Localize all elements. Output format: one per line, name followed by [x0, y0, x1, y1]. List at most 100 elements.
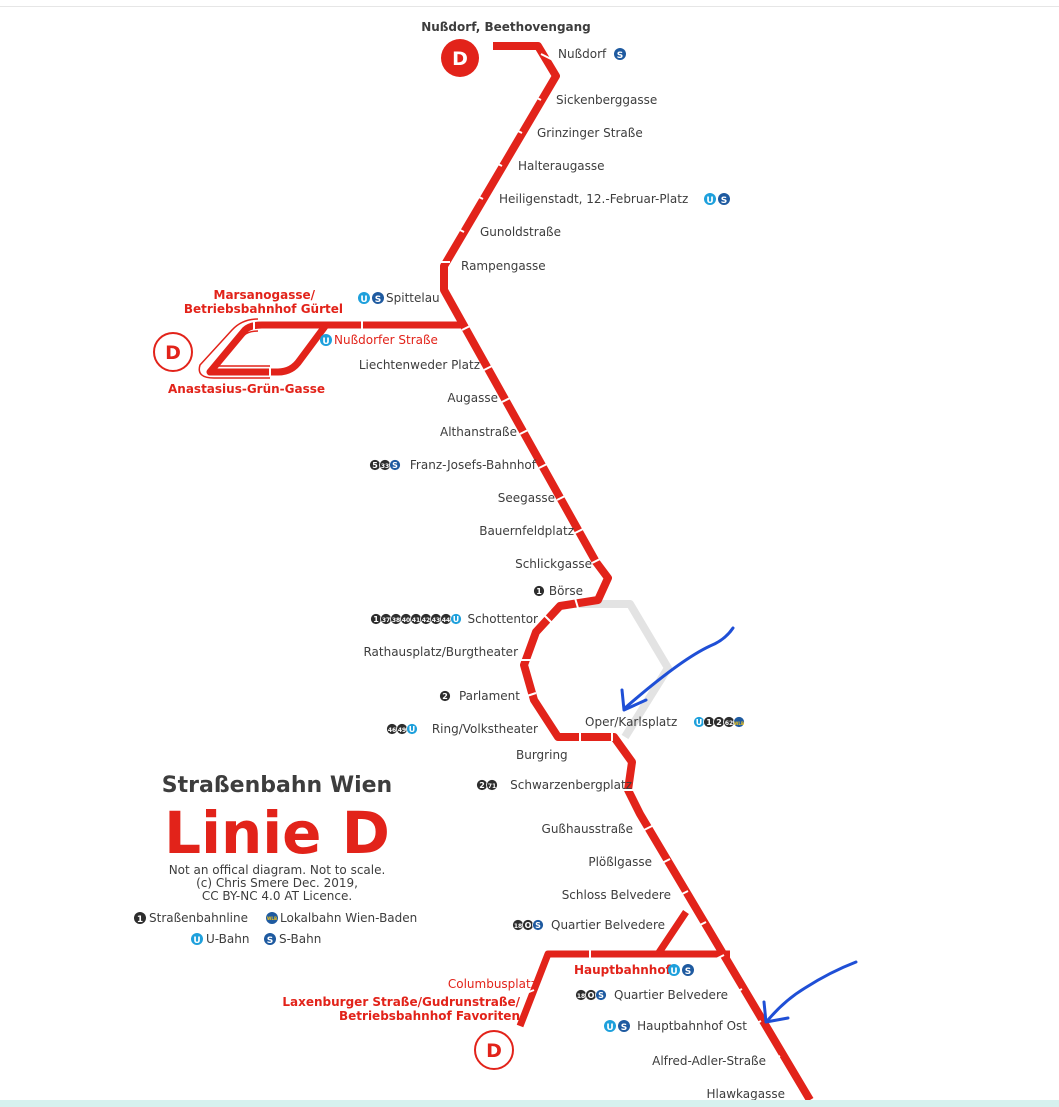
transfer-badge-label: 38	[392, 617, 400, 624]
transfer-badge	[595, 989, 607, 1001]
terminal-badge-letter: D	[486, 1040, 502, 1062]
sbahn-icon: S	[264, 933, 276, 946]
svg-text:U: U	[360, 295, 367, 305]
transfer-badge-label: 2	[479, 781, 485, 790]
transfer-badge-label: U	[409, 725, 416, 734]
sbahn-icon: S	[618, 1020, 630, 1033]
transfer-badge	[533, 585, 545, 597]
legend-ubahn: U-Bahn	[206, 932, 249, 946]
svg-text:U: U	[193, 936, 200, 946]
terminal-badge-nussdorf: D	[441, 39, 479, 77]
svg-text:U: U	[706, 196, 713, 206]
transfer-badge-label: 2	[442, 692, 448, 701]
transfer-badges-parlament: 2	[439, 690, 451, 702]
station-althanstrasse: Althanstraße	[440, 425, 517, 439]
station-alfred-adler-strasse: Alfred-Adler-Straße	[652, 1054, 766, 1068]
transfer-badge-label: 1	[706, 718, 712, 727]
legend-title: Straßenbahn Wien	[162, 773, 392, 798]
station-sickenberggasse: Sickenberggasse	[556, 93, 657, 107]
station-rathausplatz-burgtheater: Rathausplatz/Burgtheater	[363, 645, 518, 659]
transfer-badge	[486, 779, 498, 791]
transfer-badge-label: WLB	[734, 721, 744, 726]
annotation-arrow-oper	[620, 626, 735, 712]
station-grinzinger-strasse: Grinzinger Straße	[537, 126, 643, 140]
station-hauptbahnhof-ost: Hauptbahnhof Ost	[637, 1019, 747, 1033]
transfer-badge-label: O	[588, 991, 595, 1000]
legend-tram: Straßenbahnline	[149, 911, 248, 925]
transfer-badge	[450, 613, 462, 625]
legend-note-2: (c) Chris Smere Dec. 2019,	[196, 876, 358, 890]
branch-guertel-depot	[206, 321, 462, 376]
sbahn-icon: S	[614, 48, 626, 61]
svg-text:S: S	[267, 936, 273, 946]
tram-icon: 1	[134, 912, 146, 925]
transfer-badge-label: 1	[536, 587, 542, 596]
station-schloss-belvedere: Schloss Belvedere	[562, 888, 671, 902]
station-seegasse: Seegasse	[498, 491, 555, 505]
station-oper-karlsplatz: Oper/Karlsplatz	[585, 715, 677, 729]
top-divider	[0, 6, 1059, 7]
ubahn-icon: U	[320, 334, 332, 347]
station-nussdorf: Nußdorf	[558, 47, 607, 61]
station-betriebsbahnhof-guertel: Betriebsbahnhof Gürtel	[184, 302, 343, 316]
svg-text:1: 1	[137, 915, 143, 925]
transfer-badge-label: 62	[725, 720, 733, 727]
annotation-arrow-hauptbahnhof-ost	[762, 960, 858, 1024]
transfer-badge-label: 44	[442, 617, 450, 624]
bottom-scroll-bar	[0, 1100, 1059, 1107]
station-gunoldstrasse: Gunoldstraße	[480, 225, 561, 239]
transfer-badge-label: U	[696, 718, 703, 727]
sbahn-icon: S	[372, 292, 384, 305]
station-quartier-belvedere: Quartier Belvedere	[551, 918, 665, 932]
station-ploesslgasse: Plößlgasse	[588, 855, 652, 869]
legend-lokalbahn: Lokalbahn Wien-Baden	[280, 911, 417, 925]
ubahn-icon: U	[704, 193, 716, 206]
transfer-badge-label: O	[525, 921, 532, 930]
station-boerse: Börse	[549, 584, 583, 598]
station-augasse: Augasse	[447, 391, 498, 405]
legend-note-1: Not an offical diagram. Not to scale.	[169, 863, 386, 877]
transfer-badge-label: 5	[372, 461, 378, 470]
transfer-badge-label: S	[392, 461, 398, 470]
station-rampengasse: Rampengasse	[461, 259, 546, 273]
transfer-badges-boerse: 1	[533, 585, 545, 597]
station-hauptbahnhof: Hauptbahnhof	[574, 963, 672, 977]
transfer-badge-label: U	[453, 615, 460, 624]
station-hlawkagasse: Hlawkagasse	[707, 1087, 785, 1100]
transfer-badge-label: 18	[514, 923, 522, 930]
svg-text:S: S	[721, 196, 727, 206]
station-columbusplatz: Columbusplatz	[448, 977, 537, 991]
svg-text:U: U	[322, 337, 329, 347]
transfer-badge	[532, 919, 544, 931]
station-gusshausstrasse: Gußhausstraße	[542, 822, 633, 836]
transfer-badge-label: 1	[373, 615, 379, 624]
terminal-badge-letter: D	[452, 48, 468, 70]
svg-text:S: S	[685, 967, 691, 977]
transfer-badge	[389, 459, 401, 471]
station-bauernfeldplatz: Bauernfeldplatz	[479, 524, 574, 538]
branch-guertel-loop-inner	[212, 330, 270, 367]
terminal-badge-guertel: D	[153, 332, 193, 372]
svg-text:U: U	[670, 967, 677, 977]
station-quartier-belvedere-2: Quartier Belvedere	[614, 988, 728, 1002]
terminal-badge-favoriten: D	[474, 1030, 514, 1070]
transfer-badge-label: S	[598, 991, 604, 1000]
branch-favoriten-depot	[516, 950, 658, 1028]
station-liechtenweder-platz: Liechtenweder Platz	[359, 358, 480, 372]
station-nussdorfer-strasse: Nußdorfer Straße	[334, 333, 438, 347]
ring-gray-connector	[575, 600, 672, 740]
station-ring-volkstheater: Ring/Volkstheater	[432, 722, 538, 736]
transfer-badge	[406, 723, 418, 735]
station-parlament: Parlament	[459, 689, 520, 703]
station-schottentor: Schottentor	[467, 612, 538, 626]
station-marsanogasse: Marsanogasse/	[214, 288, 316, 302]
station-betriebsbahnhof-favoriten: Betriebsbahnhof Favoriten	[339, 1009, 520, 1023]
station-halteraugasse: Halteraugasse	[518, 159, 605, 173]
